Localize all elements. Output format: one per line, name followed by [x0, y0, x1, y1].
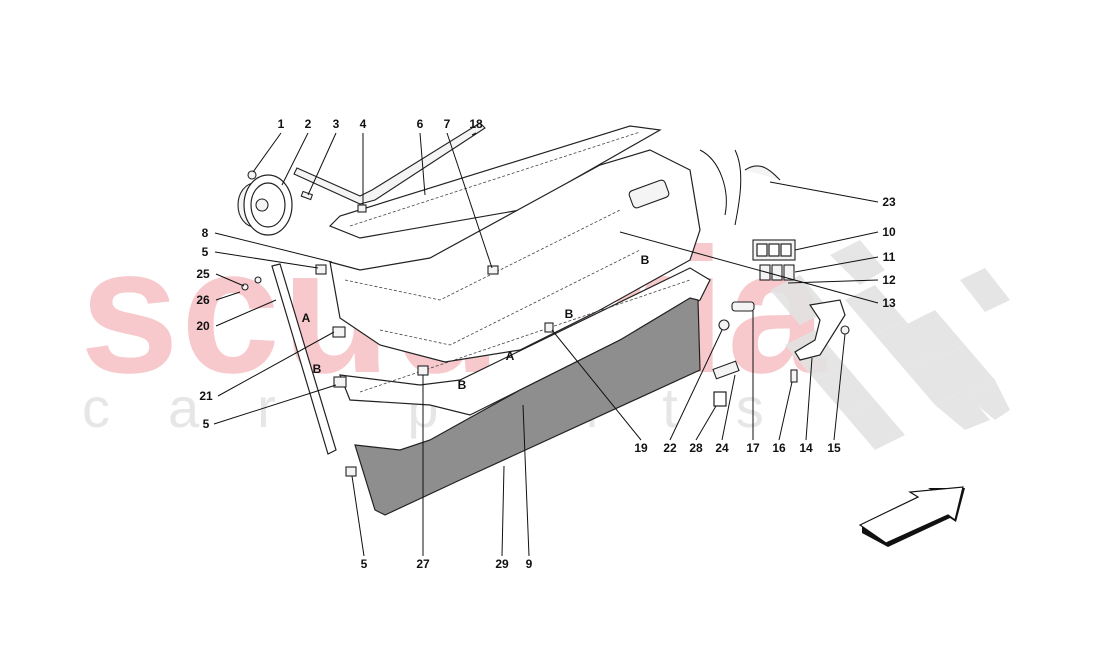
bracket-part-14 — [794, 299, 846, 361]
latch-part-17 — [731, 301, 755, 312]
clip-part-5b — [333, 376, 347, 388]
door-handle-recess — [628, 179, 670, 209]
callout-5b: 5 — [203, 417, 210, 431]
callout-27: 27 — [416, 557, 430, 571]
screw-part-3 — [300, 190, 314, 201]
wiring-harness — [699, 149, 742, 226]
clip-part-7 — [487, 265, 499, 275]
callout-16: 16 — [772, 441, 786, 455]
callout-25: 25 — [196, 267, 210, 281]
callout-26: 26 — [196, 293, 210, 307]
callout-24: 24 — [715, 441, 729, 455]
callout-4: 4 — [360, 117, 367, 131]
callout-17: 17 — [746, 441, 760, 455]
callout-15: 15 — [827, 441, 841, 455]
callout-23: 23 — [882, 195, 896, 209]
screw-part-16 — [790, 369, 798, 383]
callout-20: 20 — [196, 319, 210, 333]
clip-part-27 — [417, 365, 429, 376]
callout-22: 22 — [663, 441, 677, 455]
callout-2: 2 — [305, 117, 312, 131]
callout-29: 29 — [495, 557, 509, 571]
direction-arrow-icon — [858, 486, 965, 547]
ref-mark-b: B — [458, 378, 467, 392]
leader-lines — [213, 132, 879, 557]
callout-21: 21 — [199, 389, 213, 403]
callout-7: 7 — [444, 117, 451, 131]
clip-part-21 — [332, 326, 346, 338]
reference-marks: A A B B B B — [302, 253, 650, 392]
callout-labels: 1 2 3 4 6 7 18 8 5 25 26 20 21 5 23 10 1… — [196, 117, 896, 571]
callout-1: 1 — [278, 117, 285, 131]
ref-mark-a: A — [302, 311, 311, 325]
ref-mark-a: A — [506, 349, 515, 363]
speaker-part — [237, 174, 293, 236]
ref-mark-b: B — [565, 307, 574, 321]
callout-13: 13 — [882, 296, 896, 310]
clip-part-4 — [357, 204, 367, 213]
callout-11: 11 — [883, 250, 896, 264]
vertical-strip-part — [271, 263, 337, 455]
clip-part-5a — [315, 264, 327, 275]
callout-10: 10 — [882, 225, 896, 239]
grommet-part-22 — [718, 319, 730, 331]
switch-block — [744, 165, 796, 281]
callout-3: 3 — [333, 117, 340, 131]
callout-5c: 5 — [361, 557, 368, 571]
seal-strip-part — [293, 122, 486, 205]
main-door-panel — [329, 149, 701, 363]
switch-part-24 — [712, 360, 740, 380]
checkered-flag-watermark — [770, 240, 1010, 450]
ref-mark-b: B — [641, 253, 650, 267]
clip-part-19 — [544, 322, 554, 333]
clip-part-5c — [345, 466, 357, 477]
nut-part-1 — [247, 170, 257, 180]
screw-part-15 — [840, 325, 850, 335]
callout-6: 6 — [417, 117, 424, 131]
callout-9: 9 — [526, 557, 533, 571]
ref-mark-b: B — [313, 362, 322, 376]
carpet-panel — [354, 297, 701, 516]
callout-19: 19 — [634, 441, 648, 455]
callout-8: 8 — [202, 226, 209, 240]
upper-trim-panel — [328, 125, 662, 239]
callout-18: 18 — [469, 117, 483, 131]
callout-5a: 5 — [202, 245, 209, 259]
callout-14: 14 — [799, 441, 813, 455]
callout-28: 28 — [689, 441, 703, 455]
cover-part-28 — [713, 391, 727, 407]
callout-12: 12 — [882, 273, 896, 287]
